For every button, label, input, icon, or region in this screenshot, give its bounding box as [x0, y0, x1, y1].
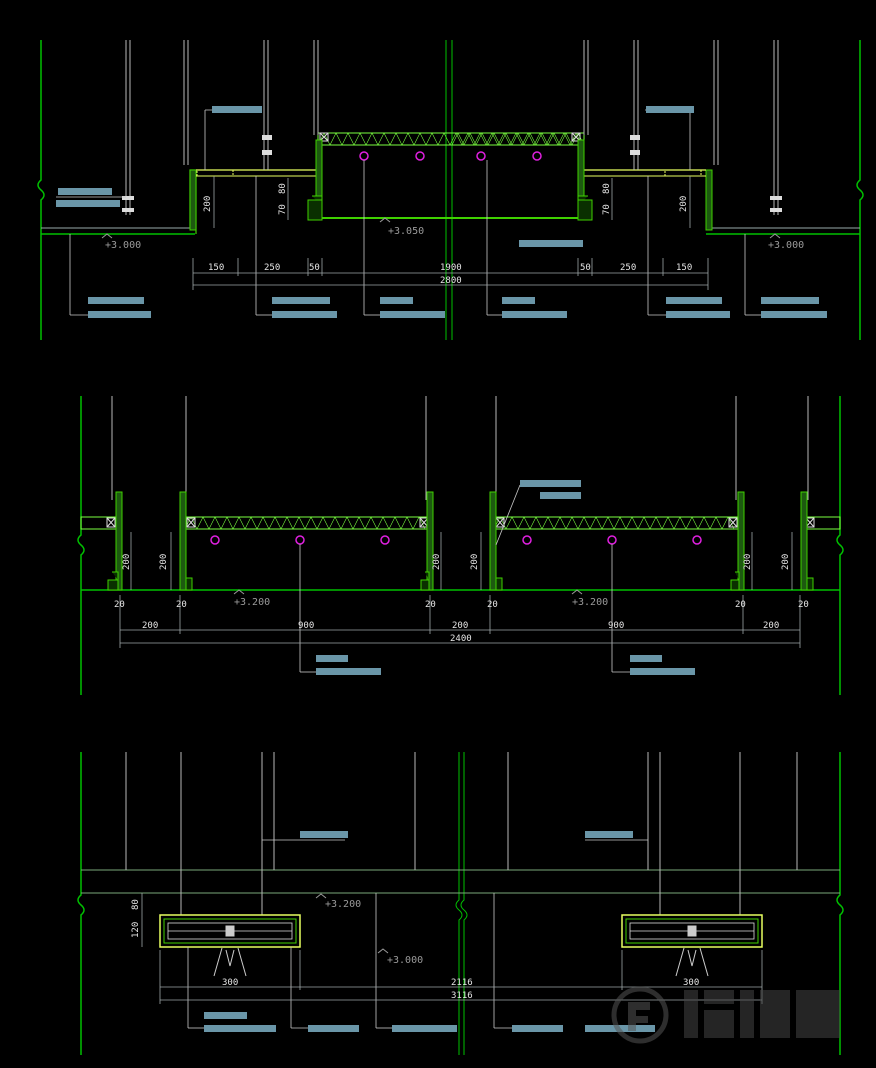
- level-right-2: +3.200: [572, 597, 608, 608]
- dim-80-left: 80: [278, 183, 288, 194]
- dim-span-200-c: 200: [763, 621, 779, 631]
- dim-span-200-a: 200: [142, 621, 158, 631]
- brand-logo-icon: [611, 986, 840, 1044]
- dim-120: 120: [131, 922, 141, 938]
- lamp-right-icon: [675, 925, 709, 977]
- level-center-1: +3.050: [388, 226, 424, 237]
- dim-250-right: 250: [620, 263, 636, 273]
- lamp-left-icon: [213, 925, 247, 977]
- label-tags-1: [56, 106, 827, 318]
- dim-20-a: 20: [114, 600, 125, 610]
- dim-20-e: 20: [735, 600, 746, 610]
- section-3-ceiling-detail: [77, 752, 844, 1055]
- dim-2800: 2800: [440, 276, 462, 286]
- dim-80-right: 80: [602, 183, 612, 194]
- joist-truss: [317, 132, 585, 146]
- level-right-1: +3.000: [768, 240, 804, 251]
- section-2-ceiling-detail: [77, 396, 844, 695]
- dim-200-b: 200: [159, 554, 169, 570]
- dim-200-e: 200: [743, 554, 753, 570]
- sprinkler-row-1: [359, 151, 542, 161]
- light-trough-right: [621, 914, 763, 948]
- dim-150-right: 150: [676, 263, 692, 273]
- level-left-2: +3.200: [234, 597, 270, 608]
- dim-250-left: 250: [264, 263, 280, 273]
- dim-span-200-b: 200: [452, 621, 468, 631]
- break-line-right: [856, 40, 864, 340]
- level-left-1: +3.000: [105, 240, 141, 251]
- dim-200-a: 200: [122, 554, 132, 570]
- break-line-left: [37, 40, 45, 340]
- dim-1900: 1900: [440, 263, 462, 273]
- dim-50-left: 50: [309, 263, 320, 273]
- level-lower-3: +3.000: [387, 955, 423, 966]
- level-upper-3: +3.200: [325, 899, 361, 910]
- light-trough-left: [159, 914, 301, 948]
- dim-20-b: 20: [176, 600, 187, 610]
- section-1-ceiling-detail: [30, 37, 870, 340]
- dim-3116: 3116: [451, 991, 473, 1001]
- dim-200-c: 200: [432, 554, 442, 570]
- dim-200-d: 200: [470, 554, 480, 570]
- label-tags-2: [316, 480, 695, 675]
- dim-80: 80: [131, 899, 141, 910]
- dim-span-900-b: 900: [608, 621, 624, 631]
- dim-300-left: 300: [222, 978, 238, 988]
- dim-70-left: 70: [278, 204, 288, 215]
- dim-20-f: 20: [798, 600, 809, 610]
- dim-300-right: 300: [683, 978, 699, 988]
- dim-50-right: 50: [580, 263, 591, 273]
- dim-span-900-a: 900: [298, 621, 314, 631]
- dim-200-right: 200: [679, 196, 689, 212]
- dim-200-left: 200: [203, 196, 213, 212]
- dim-2400: 2400: [450, 634, 472, 644]
- dim-200-f: 200: [781, 554, 791, 570]
- dim-20-c: 20: [425, 600, 436, 610]
- dim-20-d: 20: [487, 600, 498, 610]
- dim-70-right: 70: [602, 204, 612, 215]
- dim-2116: 2116: [451, 978, 473, 988]
- sprinkler-row-2: [210, 535, 702, 545]
- dim-150-left: 150: [208, 263, 224, 273]
- label-tags-3: [204, 831, 655, 1032]
- hanger-rods: [125, 40, 779, 215]
